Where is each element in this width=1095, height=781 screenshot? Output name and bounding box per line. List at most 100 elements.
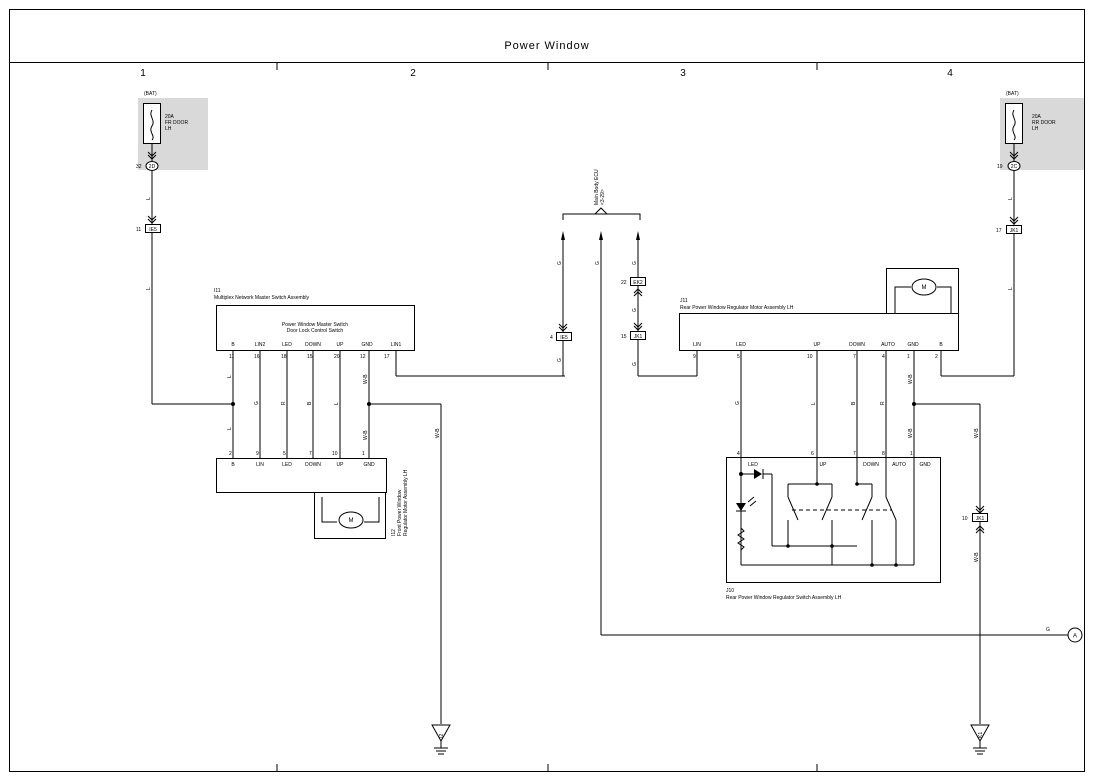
- svg-text:B: B: [231, 342, 235, 348]
- wire-label: R: [880, 401, 886, 405]
- column-label-4: 4: [947, 68, 953, 79]
- junction-jk1-right: JK1 17: [996, 216, 1022, 234]
- wire-label: G: [632, 308, 638, 312]
- i11-master-switch-assembly: I11 Multiplex Network Master Switch Asse…: [214, 288, 415, 360]
- svg-text:Main Body ECU: Main Body ECU: [594, 169, 600, 205]
- diode-icon: [754, 469, 762, 479]
- wire-label: G: [557, 358, 563, 362]
- svg-text:4: 4: [550, 335, 553, 341]
- main-body-ecu: Main Body ECU <3-29>: [561, 169, 641, 240]
- svg-text:I2: I2: [439, 734, 445, 738]
- fuse-left-name1: FR DOOR: [165, 120, 188, 126]
- junction-ek2: EK2 22: [621, 277, 646, 297]
- fuse-left-conn: 2D: [149, 164, 156, 170]
- wire-label: B: [851, 401, 857, 405]
- svg-text:M: M: [349, 518, 354, 524]
- svg-text:LIN: LIN: [256, 462, 264, 468]
- fuse-left-source: (BAT): [144, 91, 157, 97]
- svg-text:1: 1: [907, 354, 910, 360]
- svg-text:DOWN: DOWN: [849, 342, 865, 348]
- junction-jk1-mid: JK1 15: [621, 322, 646, 340]
- svg-text:AUTO: AUTO: [881, 342, 895, 348]
- svg-text:GND: GND: [361, 342, 373, 348]
- wire-label: L: [146, 197, 152, 200]
- svg-text:15: 15: [307, 354, 313, 360]
- svg-text:10: 10: [962, 516, 968, 522]
- svg-text:11: 11: [136, 227, 141, 233]
- svg-text:Regulator Motor Assembly LH: Regulator Motor Assembly LH: [403, 469, 409, 536]
- svg-text:20A: 20A: [1032, 114, 1042, 120]
- svg-text:GND: GND: [907, 342, 919, 348]
- svg-text:DOWN: DOWN: [305, 462, 321, 468]
- column-ruler: 1 2 3 4: [140, 62, 953, 771]
- wire-label: W-B: [974, 552, 980, 562]
- svg-text:IE5: IE5: [560, 335, 568, 341]
- svg-text:10: 10: [807, 354, 813, 360]
- svg-text:1: 1: [910, 451, 913, 457]
- svg-text:UP: UP: [820, 462, 828, 468]
- svg-text:Rear Power Window Regulator Sw: Rear Power Window Regulator Switch Assem…: [726, 595, 842, 601]
- junction-jk1-low: JK1 10: [962, 505, 988, 534]
- svg-text:LED: LED: [736, 342, 746, 348]
- svg-text:LED: LED: [282, 342, 292, 348]
- svg-text:8: 8: [882, 451, 885, 457]
- svg-text:4: 4: [882, 354, 885, 360]
- svg-text:7: 7: [309, 451, 312, 457]
- svg-text:12: 12: [360, 354, 366, 360]
- svg-text:DOWN: DOWN: [863, 462, 879, 468]
- svg-text:2: 2: [935, 354, 938, 360]
- svg-text:JK1: JK1: [976, 516, 985, 522]
- wire-label: W-B: [974, 428, 980, 438]
- svg-text:17: 17: [996, 228, 1002, 234]
- svg-text:22: 22: [621, 280, 627, 286]
- fuse-left-name2: LH: [165, 126, 172, 132]
- ground-k1: K1: [970, 724, 990, 755]
- svg-text:9: 9: [256, 451, 259, 457]
- svg-text:AUTO: AUTO: [892, 462, 906, 468]
- svg-text:<3-29>: <3-29>: [600, 189, 606, 205]
- motor-icon: [338, 511, 364, 529]
- svg-text:Door Lock Control Switch: Door Lock Control Switch: [287, 328, 344, 334]
- i11-code: I11: [214, 288, 221, 294]
- svg-text:5: 5: [737, 354, 740, 360]
- column-label-3: 3: [680, 68, 686, 79]
- svg-text:10: 10: [332, 451, 338, 457]
- wire-label: L: [811, 402, 817, 405]
- wire-label: W-B: [435, 428, 441, 438]
- wire-label: L: [227, 375, 233, 378]
- fuse-left-rating: 20A: [165, 114, 175, 120]
- svg-text:J10: J10: [726, 588, 734, 594]
- svg-text:20: 20: [334, 354, 340, 360]
- svg-text:RR DOOR: RR DOOR: [1032, 120, 1056, 126]
- svg-text:LIN: LIN: [693, 342, 701, 348]
- svg-text:LED: LED: [748, 462, 758, 468]
- connector-a: A: [1067, 627, 1083, 643]
- ground-i2: I2: [431, 724, 451, 755]
- svg-text:LIN1: LIN1: [391, 342, 402, 348]
- svg-text:15: 15: [621, 334, 627, 340]
- fuse-left-pin: 32: [136, 164, 142, 170]
- svg-text:7: 7: [853, 354, 856, 360]
- svg-text:UP: UP: [814, 342, 822, 348]
- svg-text:GND: GND: [919, 462, 931, 468]
- svg-text:19: 19: [997, 164, 1003, 170]
- wire-label: G: [254, 401, 260, 405]
- svg-text:A: A: [1073, 634, 1077, 640]
- svg-text:(BAT): (BAT): [1006, 91, 1019, 97]
- fuse-rr-door: (BAT) 20A RR DOOR LH 2C 19: [997, 91, 1084, 171]
- svg-text:Power Window Master Switch: Power Window Master Switch: [282, 322, 348, 328]
- svg-text:JK1: JK1: [1010, 228, 1019, 234]
- svg-text:LH: LH: [1032, 126, 1039, 132]
- wire-label: L: [1008, 287, 1014, 290]
- svg-text:2C: 2C: [1011, 164, 1018, 170]
- svg-text:Front Power Window: Front Power Window: [397, 489, 403, 536]
- svg-text:16: 16: [254, 354, 260, 360]
- svg-text:J11: J11: [680, 298, 688, 304]
- svg-text:5: 5: [283, 451, 286, 457]
- wire-label: W-B: [363, 374, 369, 384]
- wire-label: L: [334, 402, 340, 405]
- column-label-1: 1: [140, 68, 146, 79]
- fuse-fr-door: (BAT) 20A FR DOOR LH 2D 32: [136, 91, 208, 171]
- fuse-icon: [1012, 109, 1016, 141]
